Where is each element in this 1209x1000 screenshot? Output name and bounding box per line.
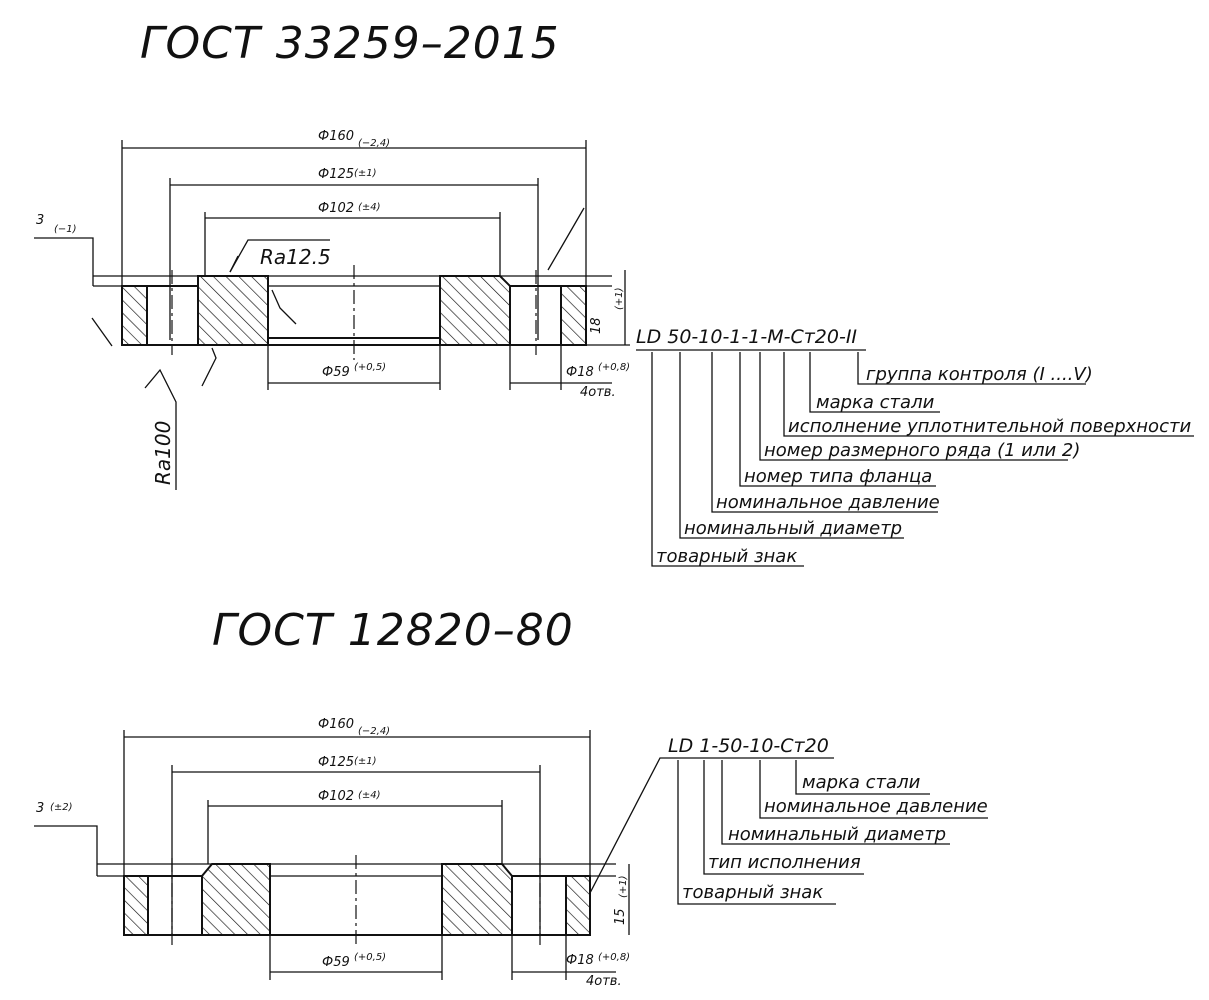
bottom-dim-d18: Ф18 — [566, 953, 594, 968]
bottom-label-0: марка стали — [802, 772, 921, 793]
bottom-dim-d125-tol: (±1) — [354, 756, 377, 767]
top-dim-thk: 3 — [36, 213, 44, 228]
top-title: ГОСТ 33259–2015 — [140, 18, 560, 69]
bottom-dim-thk-tol: (±2) — [50, 802, 73, 813]
bottom-label-1: номинальное давление — [764, 796, 988, 817]
bottom-dim-d59: Ф59 — [322, 955, 350, 970]
top-dim-d59: Ф59 — [322, 365, 350, 380]
bottom-dim-h: 15 — [613, 908, 628, 925]
top-dim-h-tol: (+1) — [614, 287, 625, 310]
top-dim-h: 18 — [589, 317, 604, 334]
bottom-dim-d102: Ф102 — [318, 789, 354, 804]
top-label-4: номер типа фланца — [744, 466, 932, 487]
bottom-dim-d160-tol: (−2,4) — [358, 726, 390, 737]
top-ra100: Ra100 — [151, 421, 175, 485]
top-dim-d102-tol: (±4) — [358, 202, 381, 213]
top-label-5: номинальное давление — [716, 492, 940, 513]
top-drawing: ГОСТ 33259–2015 Ф160 (−2,4) Ф125 (±1) Ф1… — [34, 18, 1194, 567]
top-dim-thk-tol: (−1) — [54, 224, 77, 235]
top-label-6: номинальный диаметр — [684, 518, 902, 539]
bottom-drawing: ГОСТ 12820–80 Ф160 (−2,4) Ф125 (±1) Ф102… — [34, 605, 988, 989]
bottom-label-2: номинальный диаметр — [728, 824, 946, 845]
top-label-3: номер размерного ряда (1 или 2) — [764, 440, 1080, 461]
top-dim-d102: Ф102 — [318, 201, 354, 216]
top-dim-d125: Ф125 — [318, 167, 354, 182]
top-dim-d160-tol: (−2,4) — [358, 138, 390, 149]
top-dim-d18-tol: (+0,8) — [598, 362, 630, 373]
top-ra12: Ra12.5 — [260, 245, 331, 269]
top-label-2: исполнение уплотнительной поверхности — [788, 416, 1191, 437]
top-dim-d125-tol: (±1) — [354, 168, 377, 179]
top-label-7: товарный знак — [656, 546, 797, 567]
bottom-title: ГОСТ 12820–80 — [212, 605, 574, 656]
bottom-dim-thk: 3 — [36, 801, 44, 816]
bottom-designation-code: LD 1-50-10-Ст20 — [668, 735, 829, 757]
bottom-dim-d102-tol: (±4) — [358, 790, 381, 801]
bottom-dim-d125: Ф125 — [318, 755, 354, 770]
top-label-1: марка стали — [816, 392, 935, 413]
bottom-dim-h-tol: (+1) — [618, 875, 629, 898]
bottom-dim-d160: Ф160 — [318, 717, 354, 732]
bottom-label-4: товарный знак — [682, 882, 823, 903]
top-dim-holes: 4отв. — [580, 385, 616, 400]
top-dim-d160: Ф160 — [318, 129, 354, 144]
bottom-dim-d59-tol: (+0,5) — [354, 952, 386, 963]
bottom-label-3: тип исполнения — [708, 852, 861, 873]
top-designation-code: LD 50-10-1-1-M-Ст20-II — [636, 326, 857, 348]
bottom-dim-d18-tol: (+0,8) — [598, 952, 630, 963]
top-dim-d18: Ф18 — [566, 365, 594, 380]
top-dim-d59-tol: (+0,5) — [354, 362, 386, 373]
top-label-0: группа контроля (I ....V) — [866, 364, 1093, 385]
bottom-dim-holes: 4отв. — [586, 974, 622, 989]
